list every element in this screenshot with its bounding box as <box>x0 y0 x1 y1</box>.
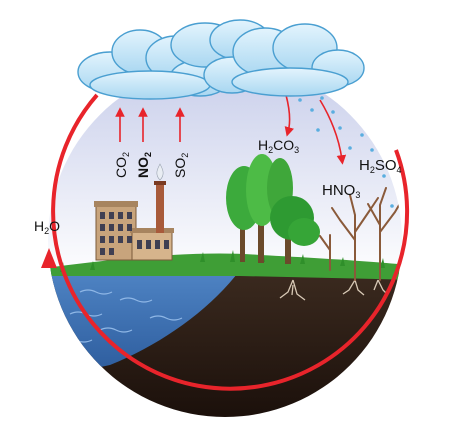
hno3-formula: HNO <box>322 182 356 199</box>
co2-subscript: 2 <box>121 151 131 157</box>
no2-formula: NO <box>135 157 151 178</box>
emission-arrows <box>115 107 185 142</box>
label-co2: CO2 <box>113 151 131 178</box>
scene-interior <box>48 63 402 417</box>
clouds <box>77 19 365 100</box>
healthy-trees <box>226 154 320 264</box>
h2co3-co: CO <box>273 137 295 153</box>
factory <box>94 163 174 261</box>
so2-formula: SO <box>172 157 188 178</box>
acid-formation-arrows <box>284 94 347 165</box>
label-h2co3: H2CO3 <box>258 138 299 155</box>
h2co3-sub1: 2 <box>268 145 274 155</box>
h2o-h: H <box>34 218 45 234</box>
h2o-sub: 2 <box>44 226 50 236</box>
lake <box>48 270 240 380</box>
label-h2o: H2O <box>34 219 60 236</box>
h2co3-h: H <box>258 137 269 153</box>
h2o-o: O <box>49 218 61 234</box>
hno3-sub: 3 <box>355 190 361 200</box>
co2-formula: CO <box>113 157 129 178</box>
h2so4-so: SO <box>374 157 397 174</box>
label-h2so4: H2SO4 <box>359 158 402 175</box>
cloud-right <box>203 23 365 97</box>
label-no2: NO2 <box>135 151 153 178</box>
h2so4-sub1: 2 <box>369 165 375 175</box>
h2so4-h: H <box>359 157 370 174</box>
label-hno3: HNO3 <box>322 183 360 200</box>
so2-subscript: 2 <box>180 152 190 158</box>
cycle-arrow-ring <box>51 93 410 391</box>
h2co3-sub2: 3 <box>294 145 300 155</box>
label-so2: SO2 <box>172 152 190 178</box>
h2so4-sub2: 4 <box>396 165 402 175</box>
cycle-arrowhead-up <box>41 248 57 268</box>
tree-roots <box>279 279 388 301</box>
dead-trees <box>319 187 402 281</box>
no2-subscript: 2 <box>143 151 153 157</box>
